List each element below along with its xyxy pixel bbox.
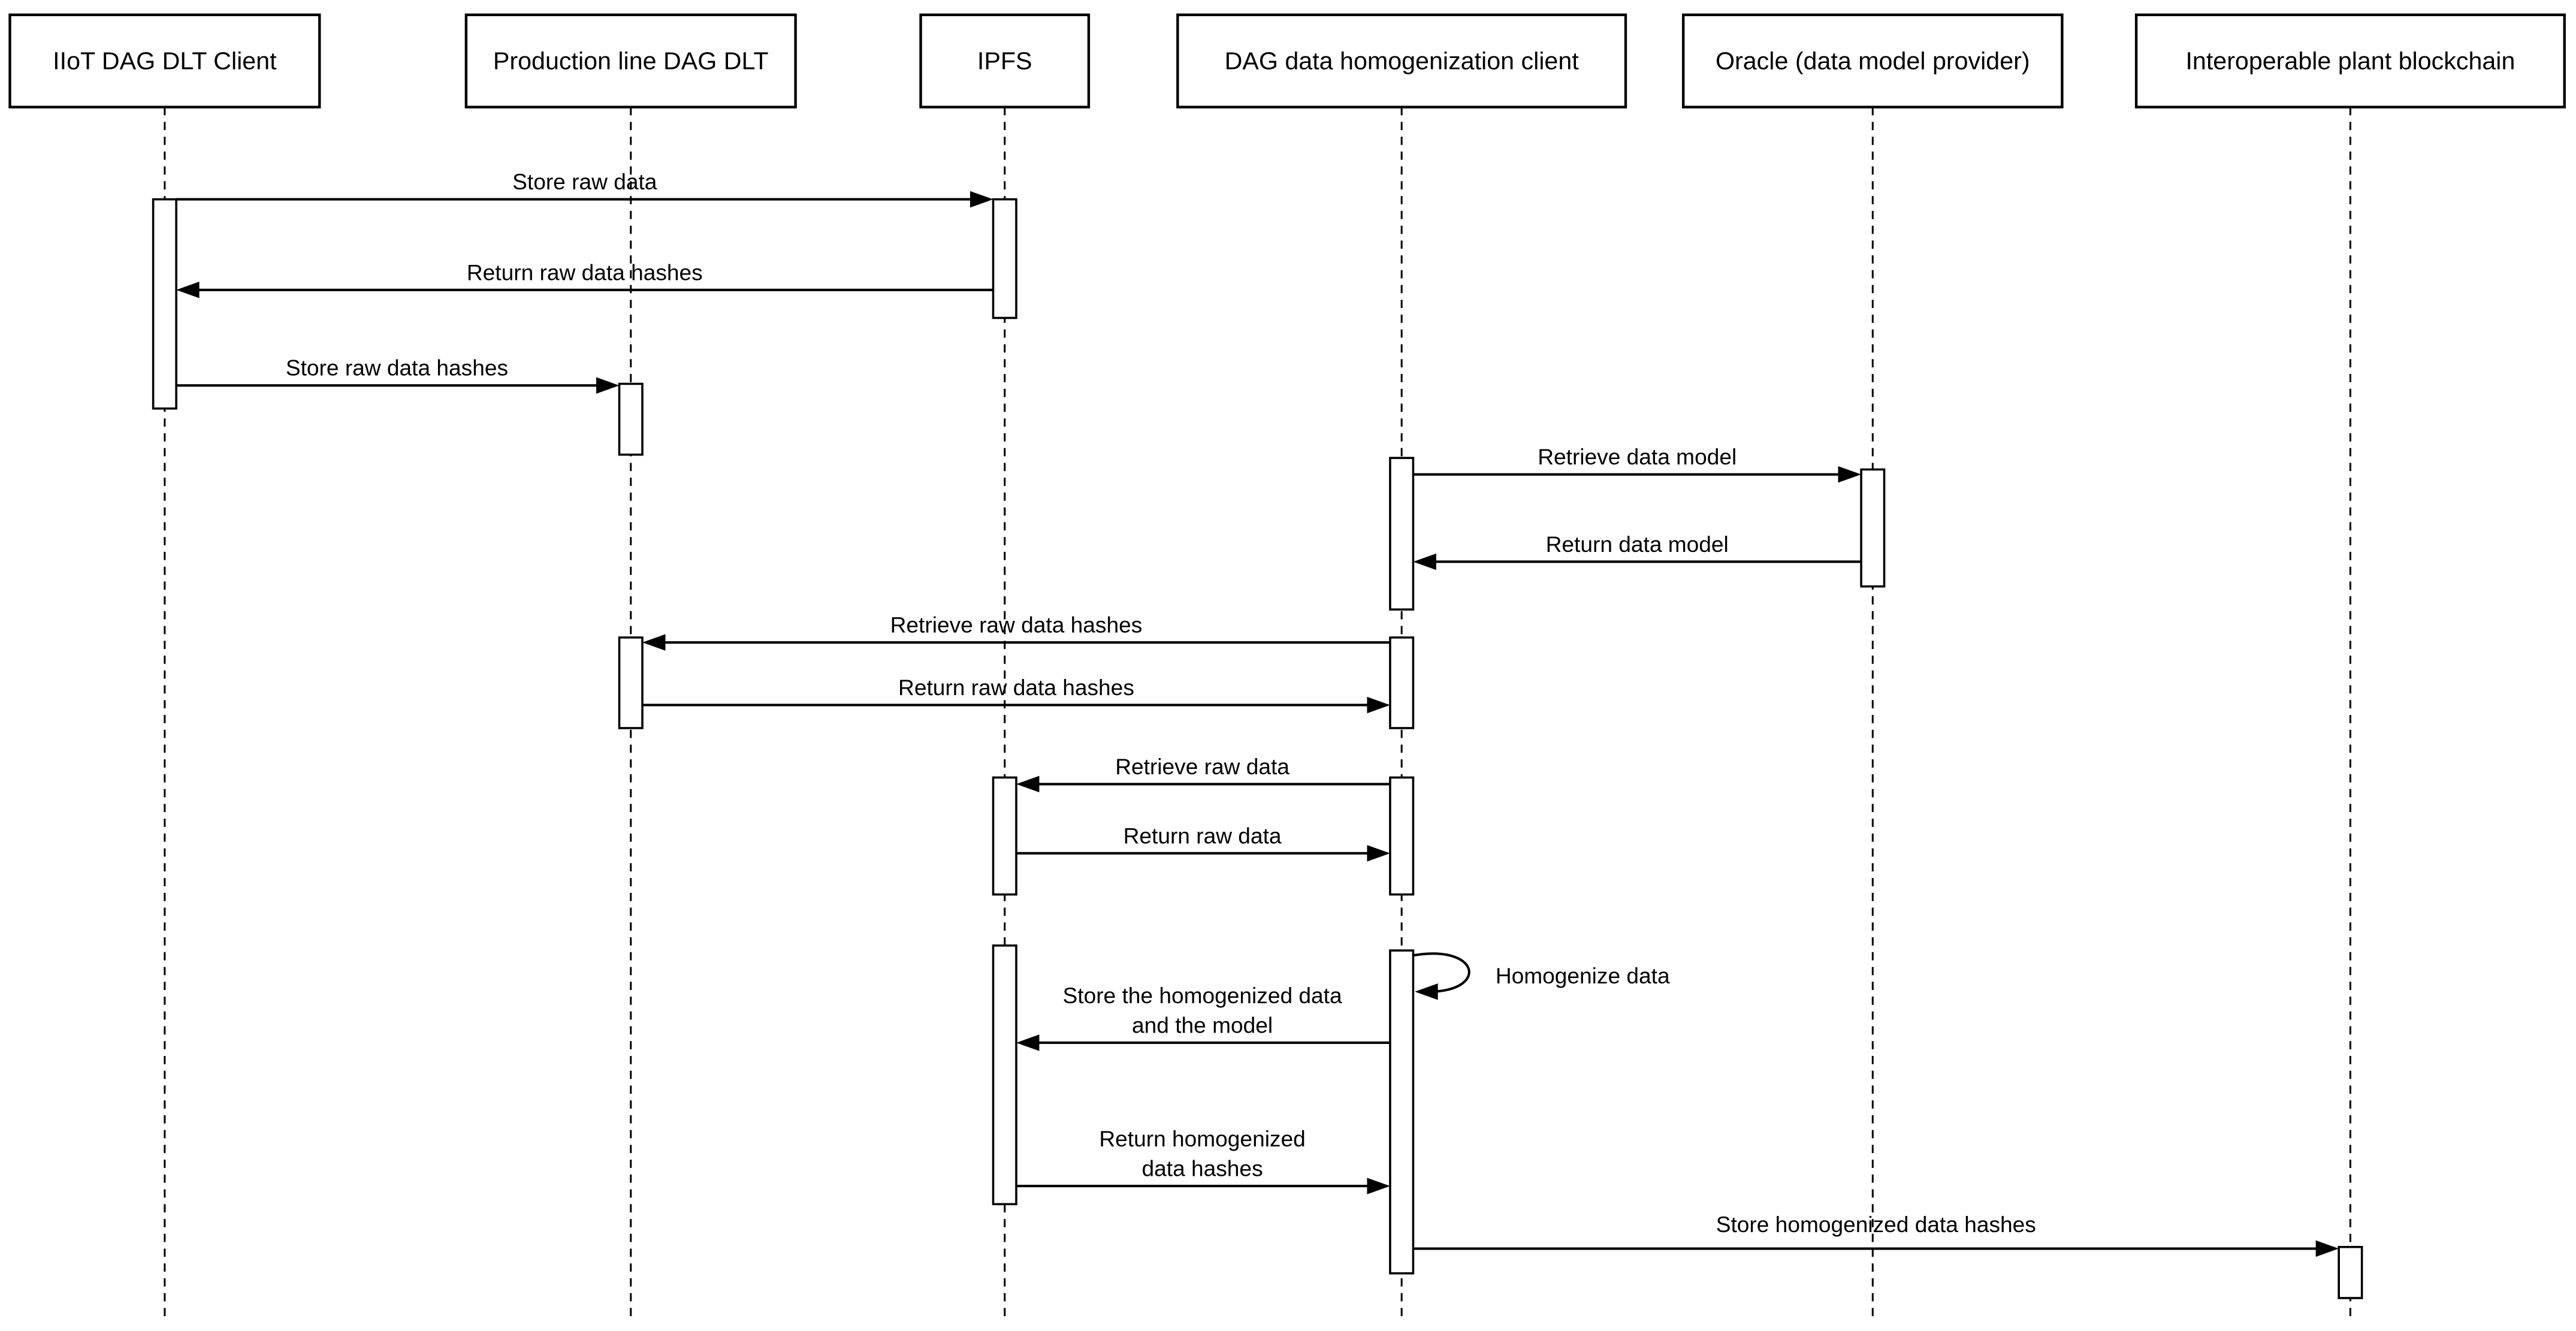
activation-bar-interop-1: [2338, 1246, 2363, 1299]
arrowhead-left: [1415, 983, 1438, 1000]
message-label: Store homogenized data hashes: [1716, 1212, 2036, 1237]
lifeline-label: IIoT DAG DLT Client: [53, 47, 277, 74]
message-label: Retrieve raw data: [1115, 754, 1289, 779]
message-store-raw-data-hashes: Store raw data hashes: [176, 355, 620, 394]
arrowhead-left: [642, 634, 666, 651]
message-return-raw-data: Return raw data: [1016, 823, 1390, 862]
lifeline-label: IPFS: [977, 47, 1032, 74]
lifeline-label: DAG data homogenization client: [1225, 47, 1580, 74]
arrowhead-left: [1016, 1034, 1040, 1051]
arrowhead-right: [970, 191, 993, 208]
lifeline-oracle-data-model-provider: Oracle (data model provider): [1681, 13, 2064, 1321]
message-return-raw-data-hashes: Return raw data hashes: [176, 259, 993, 298]
activation-bar-dag-4: [1389, 949, 1415, 1275]
activation-bar-ipfs-2: [992, 776, 1017, 896]
lifeline-box: [1681, 13, 2064, 108]
lifeline-iiot-dag-dlt-client: IIoT DAG DLT Client: [8, 13, 321, 1321]
message-label-line2: data hashes: [1142, 1156, 1263, 1181]
message-return-raw-data-hashes-2: Return raw data hashes: [642, 675, 1390, 714]
message-label: Retrieve data model: [1538, 444, 1737, 469]
lifeline-label: Interoperable plant blockchain: [2185, 47, 2515, 74]
message-label: Homogenize data: [1496, 963, 1670, 988]
message-label: Store raw data: [512, 169, 657, 194]
message-return-data-model: Return data model: [1413, 532, 1862, 571]
activation-bar-production-1: [618, 382, 644, 456]
message-label-line2: and the model: [1132, 1012, 1273, 1037]
message-return-homogenized-data-hashes: Return homogenized data hashes: [1016, 1126, 1390, 1194]
message-label: Return raw data hashes: [898, 675, 1134, 700]
activation-bar-production-2: [618, 636, 644, 729]
lifeline-interoperable-plant-blockchain: Interoperable plant blockchain: [2134, 13, 2566, 1321]
arrowhead-left: [1413, 553, 1436, 571]
message-label: Return raw data: [1124, 823, 1282, 848]
lifeline-box: [2134, 13, 2566, 108]
self-message-loop: [1413, 952, 1470, 993]
message-retrieve-raw-data: Retrieve raw data: [1016, 754, 1390, 793]
arrowhead-right: [1838, 466, 1862, 483]
arrowhead-right: [1367, 845, 1390, 862]
lifeline-box: [1176, 13, 1627, 108]
arrowhead-left: [176, 282, 200, 298]
activation-bar-dag-1: [1389, 457, 1415, 611]
activation-bar-oracle-1: [1860, 468, 1886, 588]
message-label: Return data model: [1546, 532, 1729, 557]
message-label: Store raw data hashes: [286, 355, 508, 381]
arrowhead-right: [596, 377, 620, 394]
message-homogenize-data-self-loop: Homogenize data: [1413, 952, 1670, 1000]
arrowhead-left: [1016, 775, 1040, 793]
message-retrieve-raw-data-hashes: Retrieve raw data hashes: [642, 612, 1390, 651]
activation-bar-dag-2: [1389, 636, 1415, 729]
activation-bars: [152, 198, 2363, 1299]
lifeline-label: Oracle (data model provider): [1716, 47, 2030, 74]
activation-bar-iiot-1: [152, 198, 177, 410]
message-store-raw-data: Store raw data: [176, 169, 993, 208]
arrowhead-right: [1367, 1178, 1390, 1194]
message-label-line1: Return homogenized: [1099, 1126, 1305, 1151]
lifeline-production-line-dag-dlt: Production line DAG DLT: [464, 13, 797, 1321]
message-label: Retrieve raw data hashes: [890, 612, 1143, 638]
lifeline-box: [8, 13, 321, 108]
message-label-line1: Store the homogenized data: [1063, 983, 1342, 1008]
message-retrieve-data-model: Retrieve data model: [1413, 444, 1862, 483]
arrowhead-right: [2315, 1240, 2339, 1257]
activation-bar-ipfs-3: [992, 944, 1017, 1206]
lifeline-box: [919, 13, 1091, 108]
activation-bar-dag-3: [1389, 776, 1415, 896]
lifeline-box: [464, 13, 797, 108]
message-label: Return raw data hashes: [467, 259, 703, 285]
message-store-homogenized-data-hashes: Store homogenized data hashes: [1413, 1212, 2339, 1257]
message-store-homogenized-data-and-model: Store the homogenized data and the model: [1016, 983, 1390, 1051]
activation-bar-ipfs-1: [992, 198, 1017, 319]
arrowhead-right: [1367, 696, 1390, 714]
lifeline-label: Production line DAG DLT: [493, 47, 769, 74]
